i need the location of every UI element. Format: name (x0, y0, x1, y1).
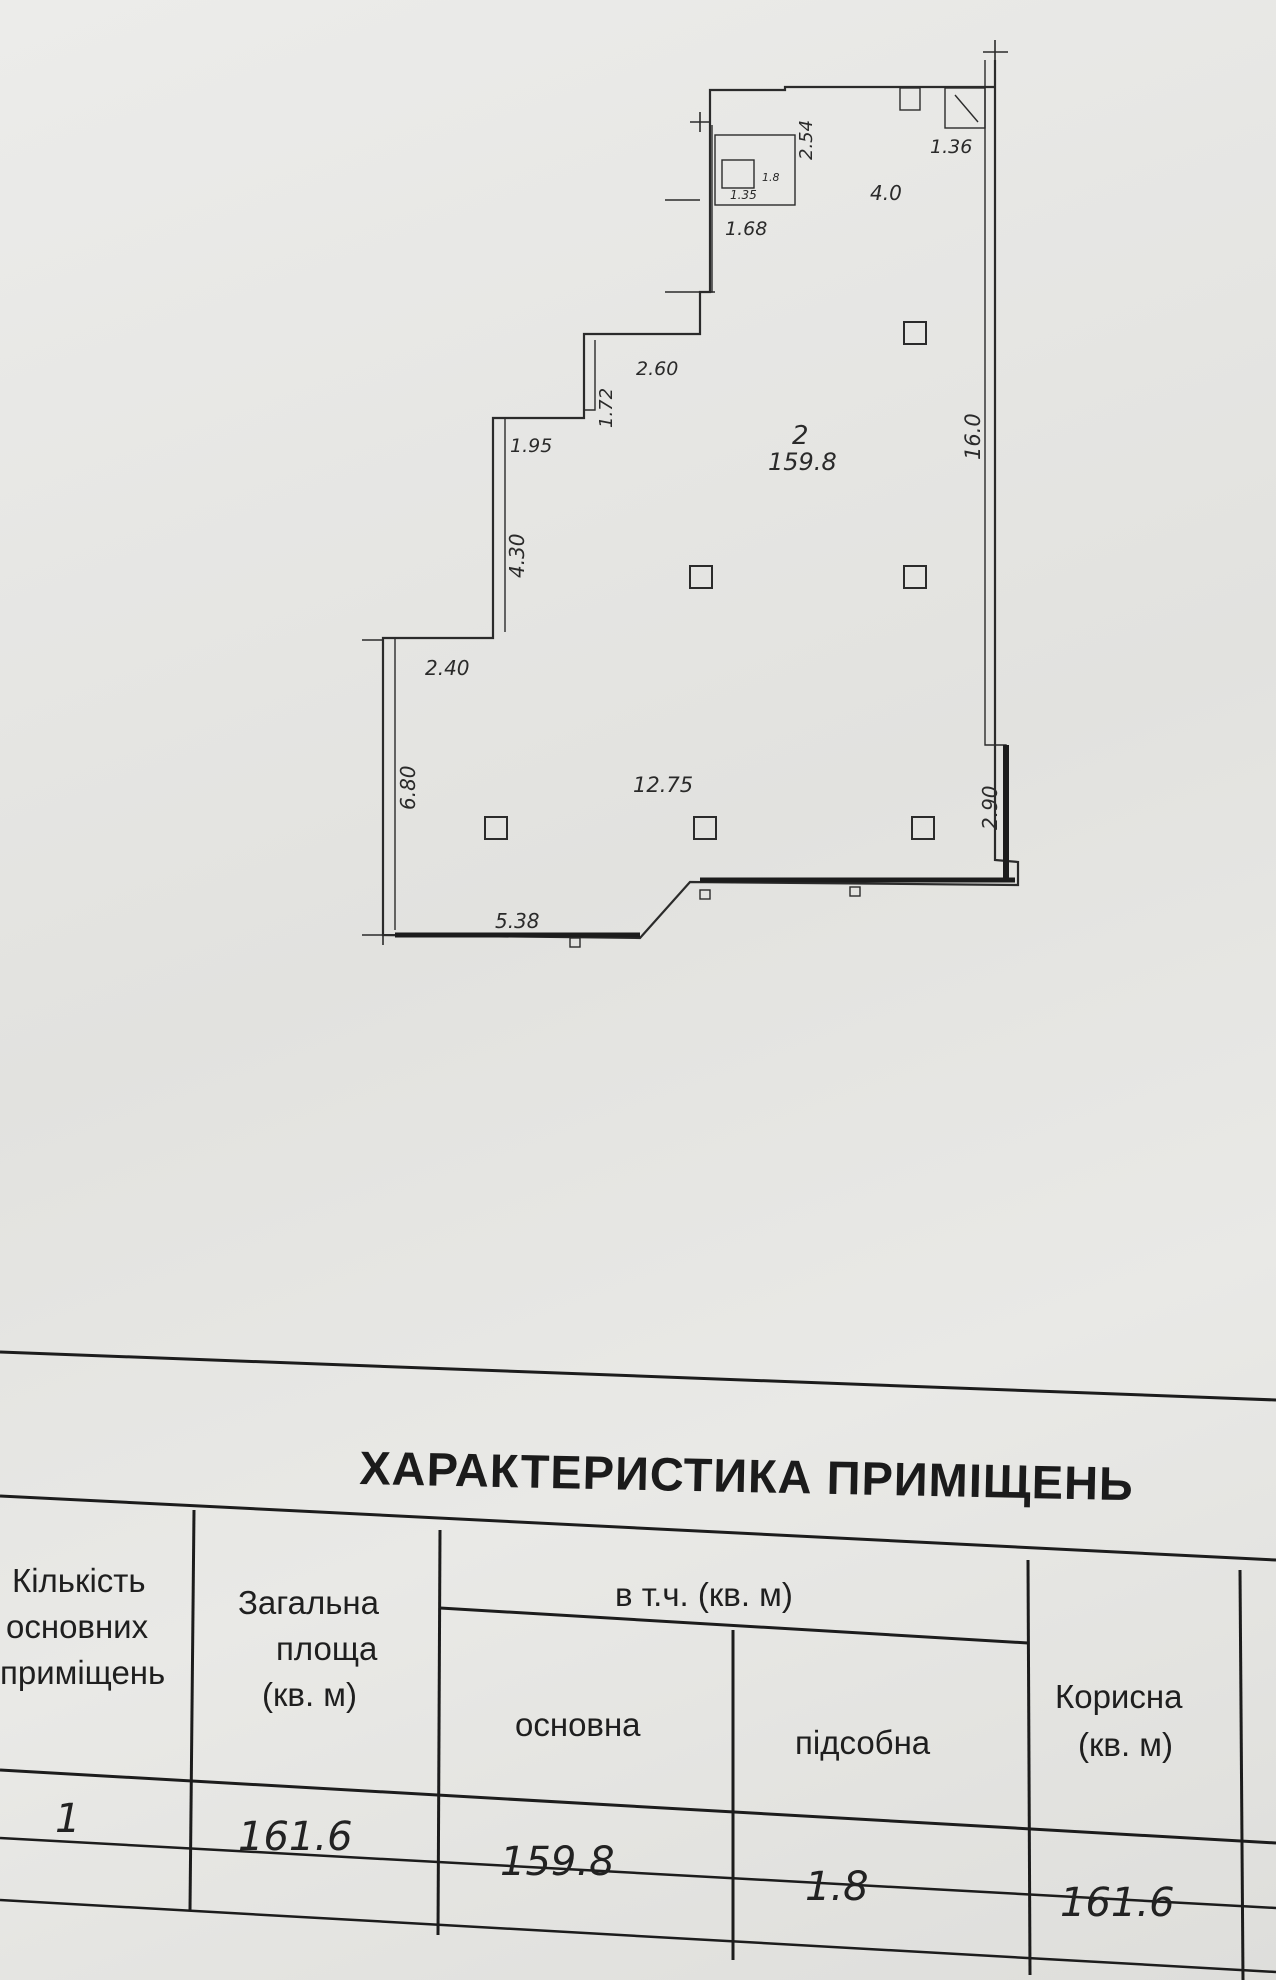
header-aux: підсобна (795, 1724, 931, 1761)
column-marker (911, 816, 935, 840)
header-count-line3: приміщень (0, 1654, 165, 1691)
header-useful-line2: (кв. м) (1078, 1726, 1173, 1763)
cell-aux: 1.8 (805, 1864, 869, 1910)
floor-plan: 2 159.8 1.36 16.0 2.90 5.38 12.75 6.80 2… (362, 40, 1020, 948)
column-marker (903, 321, 927, 345)
dim-upper-width: 4.0 (870, 181, 902, 205)
dim-niche-height: 2.54 (796, 120, 817, 160)
column-marker (693, 816, 717, 840)
header-count-line2: основних (6, 1608, 149, 1645)
cell-total: 161.6 (238, 1814, 353, 1860)
header-useful-line1: Корисна (1055, 1678, 1183, 1715)
plan-walls (362, 40, 1020, 948)
table-row: 1 161.6 159.8 1.8 161.6 (55, 1796, 1175, 1926)
header-count-line1: Кількість (12, 1562, 146, 1599)
dim-niche-width: 1.68 (725, 218, 767, 240)
dim-middle-width: 12.75 (633, 773, 693, 797)
dim-step-vertical-2: 1.72 (596, 388, 617, 428)
dim-top-right: 1.36 (930, 136, 972, 158)
header-total-line2: площа (276, 1630, 378, 1667)
header-total-line1: Загальна (238, 1584, 380, 1621)
column-marker (689, 565, 713, 589)
room-area: 159.8 (768, 448, 837, 476)
dim-step-horizontal-2: 2.60 (636, 358, 678, 380)
header-main: основна (515, 1706, 641, 1743)
closet-dim: 1.35 (730, 188, 757, 202)
plan-labels: 2 159.8 1.36 16.0 2.90 5.38 12.75 6.80 2… (396, 120, 1002, 933)
table-header: Кількість основних приміщень Загальна пл… (0, 1562, 1183, 1763)
column-marker (484, 816, 508, 840)
dim-step-horizontal-1: 1.95 (510, 435, 552, 457)
header-including: в т.ч. (кв. м) (615, 1576, 793, 1613)
table-grid (0, 1350, 1276, 1980)
dim-left-wall: 6.80 (396, 765, 420, 810)
dim-left-top: 2.40 (425, 656, 470, 680)
plan-columns (484, 321, 935, 840)
closet-area: 1.8 (762, 171, 780, 184)
dim-bottom-left: 5.38 (495, 909, 540, 933)
column-marker (903, 565, 927, 589)
dim-right-lower: 2.90 (978, 785, 1002, 830)
dim-right-wall: 16.0 (961, 413, 985, 460)
room-number: 2 (792, 421, 809, 451)
cell-count: 1 (55, 1796, 80, 1842)
cell-useful: 161.6 (1060, 1880, 1175, 1926)
dim-step-vertical-1: 4.30 (505, 533, 529, 578)
header-total-line3: (кв. м) (262, 1676, 357, 1713)
cell-main: 159.8 (500, 1839, 615, 1885)
